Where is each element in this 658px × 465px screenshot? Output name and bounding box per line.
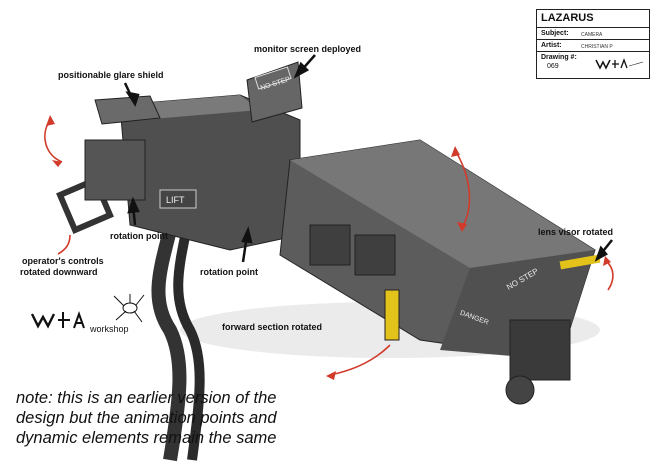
callout-operators-controls-1: operator's controls: [22, 256, 104, 266]
design-note: note: this is an earlier version of the …: [16, 388, 316, 448]
callout-monitor-screen: monitor screen deployed: [254, 44, 362, 54]
note-line-1: note: this is an earlier version of the: [16, 389, 277, 407]
subject-value: CAMERA: [581, 32, 603, 38]
drawing-number: 069: [547, 63, 559, 70]
project-name: LAZARUS: [541, 12, 594, 24]
callout-forward-section: forward section rotated: [222, 322, 323, 332]
title-block: LAZARUS Subject: CAMERA Artist: CHRISTIA…: [536, 9, 650, 79]
callout-rotation-point-1: rotation point: [110, 231, 168, 241]
callout-operators-controls-2: rotated downward: [20, 267, 98, 277]
callout-rotation-point-2: rotation point: [200, 267, 258, 277]
artist-label: Artist:: [541, 42, 562, 49]
note-line-2: design but the animation points and: [16, 409, 277, 427]
svg-text:LIFT: LIFT: [166, 195, 185, 205]
callout-glare-shield: positionable glare shield: [58, 70, 164, 80]
weta-workshop-logo: workshop: [30, 294, 145, 334]
weta-logo-small: [595, 58, 644, 70]
drawing-label: Drawing #:: [541, 54, 577, 61]
callout-lens-visor: lens visor rotated: [538, 227, 614, 237]
subject-label: Subject:: [541, 30, 569, 37]
artist-value: CHRISTIAN P: [581, 44, 613, 50]
logo-workshop-text: workshop: [89, 324, 129, 334]
arrow-glare-shield: [44, 119, 63, 163]
note-line-3: dynamic elements remain the same: [16, 429, 277, 447]
